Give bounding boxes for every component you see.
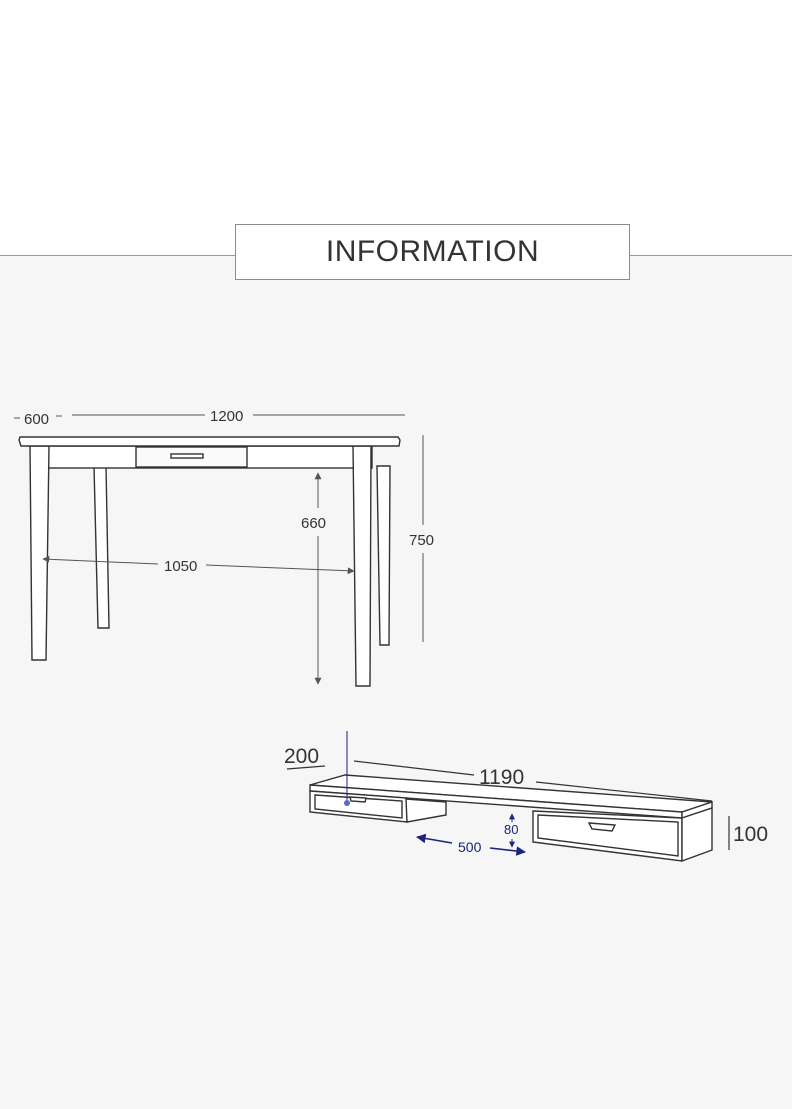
shelf-gap-width-label: 500 bbox=[458, 839, 482, 855]
section-title-box: INFORMATION bbox=[235, 224, 630, 280]
shelf-left-handle bbox=[349, 796, 367, 803]
shelf-gap-height-label: 80 bbox=[504, 822, 518, 837]
desk-width-label: 1200 bbox=[210, 408, 243, 425]
mount-point-dot bbox=[344, 800, 350, 806]
desk-drawer-handle bbox=[170, 453, 204, 459]
shelf-right-drawer-inner bbox=[537, 814, 679, 857]
desk-front-right-leg bbox=[352, 445, 372, 687]
desk-depth-label: 600 bbox=[24, 411, 49, 428]
shelf-dimensions bbox=[286, 760, 730, 850]
shelf-drawing bbox=[309, 774, 713, 863]
desk-back-left-leg bbox=[93, 465, 110, 629]
desk-height-label: 750 bbox=[409, 532, 434, 549]
shelf-right-box-side bbox=[681, 807, 713, 863]
dim-line-1050-left bbox=[42, 555, 159, 565]
dim-line-500-right bbox=[489, 846, 526, 856]
dim-line-200 bbox=[286, 765, 326, 770]
dim-line-1050-right bbox=[205, 564, 355, 575]
shelf-left-drawer-front bbox=[405, 798, 447, 823]
desk-dimensions bbox=[14, 414, 424, 685]
shelf-width-label: 1190 bbox=[479, 766, 524, 789]
shelf-depth-label: 200 bbox=[284, 745, 319, 768]
shelf-left-drawer-inner bbox=[314, 794, 403, 819]
desk-front-left-leg bbox=[29, 445, 50, 661]
content-background bbox=[0, 255, 792, 1109]
section-title: INFORMATION bbox=[325, 235, 540, 268]
desk-drawing bbox=[18, 436, 401, 687]
desk-top bbox=[18, 436, 401, 447]
shelf-accent-dimensions bbox=[346, 731, 526, 856]
shelf-height-label: 100 bbox=[733, 823, 768, 846]
desk-back-right-leg bbox=[376, 465, 391, 646]
top-band bbox=[0, 0, 792, 255]
dim-line-1190-right bbox=[535, 781, 713, 802]
desk-clearance-label: 660 bbox=[301, 515, 326, 532]
desk-leg-span-label: 1050 bbox=[164, 558, 197, 575]
dim-line-1190-left bbox=[353, 760, 475, 776]
dim-line-500-left bbox=[416, 833, 453, 844]
shelf-right-handle bbox=[587, 822, 617, 832]
